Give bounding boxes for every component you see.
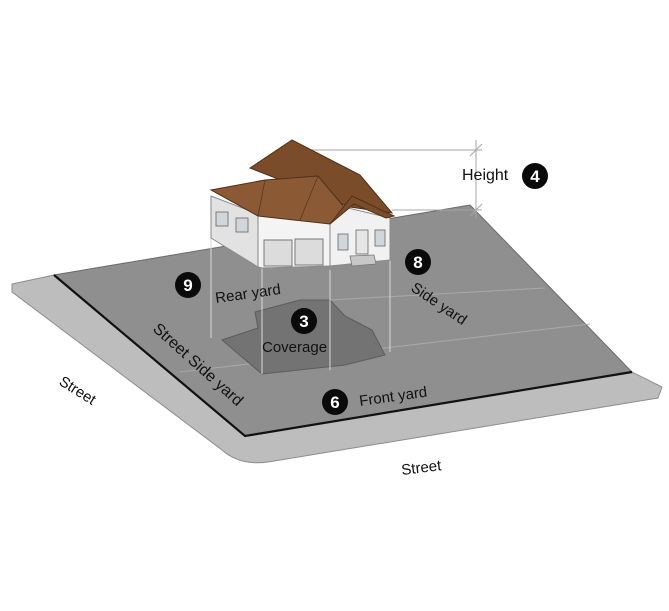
garage-door (263, 239, 293, 267)
height-dimension (300, 140, 483, 218)
height-label: Height (462, 167, 509, 184)
rear-yard-badge-number: 9 (183, 276, 192, 295)
side-setback-line (329, 287, 546, 301)
coverage-footprint (221, 299, 386, 375)
height-badge-number: 4 (530, 167, 540, 186)
front-steps (349, 254, 377, 267)
coverage-label: Coverage (262, 339, 327, 356)
street-label-bottom: Street (400, 457, 443, 479)
front-yard-badge: 6 (322, 389, 348, 415)
rear-yard-badge: 9 (175, 272, 201, 298)
window (374, 229, 386, 247)
side-yard-badge: 8 (405, 249, 431, 275)
house (209, 139, 396, 269)
main-roof-ridge (257, 175, 319, 221)
street-label-left: Street (56, 373, 100, 409)
garage-door (294, 238, 324, 266)
coverage-badge: 3 (291, 308, 317, 334)
property-line (53, 274, 633, 438)
window (215, 211, 229, 227)
front-yard-badge-number: 6 (330, 393, 339, 412)
coverage-badge-number: 3 (299, 312, 308, 331)
front-setback-line (179, 323, 591, 373)
side-yard-badge-number: 8 (413, 253, 422, 272)
front-door (355, 229, 369, 255)
window (337, 233, 349, 251)
projection-lines (210, 238, 391, 374)
height-badge: 4 (522, 163, 548, 189)
entry-roof (329, 195, 396, 225)
window (235, 217, 249, 233)
